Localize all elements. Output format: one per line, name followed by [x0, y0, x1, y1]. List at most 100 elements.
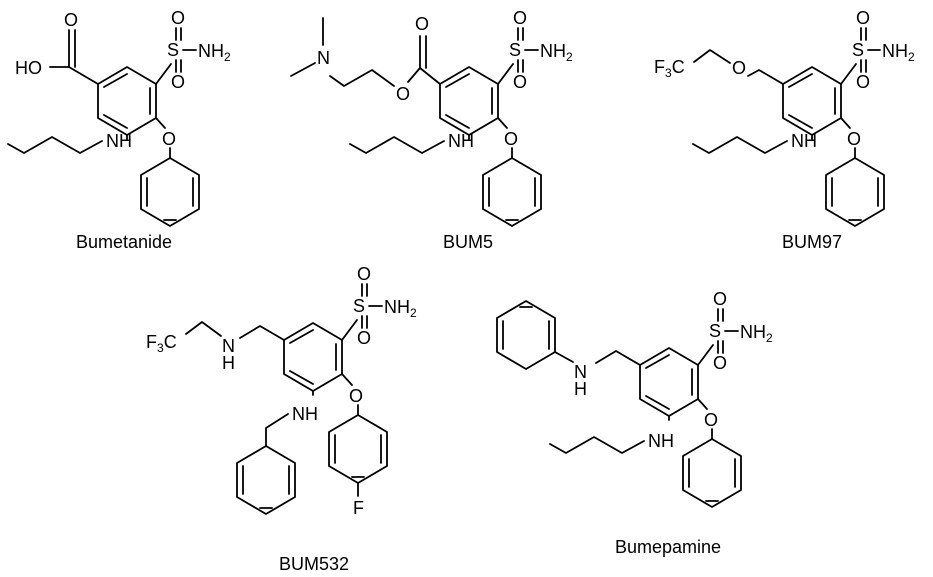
bond [341, 319, 358, 341]
bond [840, 63, 857, 85]
bond [497, 63, 514, 85]
atom-o-sulfonyl-top: O [856, 8, 870, 28]
bond [554, 351, 574, 363]
atom-h-link: H [222, 353, 235, 373]
atom-o-ether: O [732, 58, 746, 78]
atom-n: N [317, 48, 330, 68]
atom-nh2: NH2 [540, 41, 573, 64]
central-ring [639, 347, 699, 417]
atom-nh: NH [292, 404, 318, 424]
butyl-chain [349, 136, 445, 154]
phenyl-ring [496, 300, 556, 370]
bond [407, 67, 421, 83]
atom-o-carbonyl: O [64, 10, 78, 30]
atom-s: S [709, 321, 721, 341]
ring-double-bond [645, 354, 670, 369]
bond [185, 321, 222, 337]
atom-nh2: NH2 [740, 322, 773, 345]
atom-o-carbonyl: O [415, 14, 429, 34]
compound-name: Bumetanide [76, 232, 172, 252]
atom-f: F [353, 498, 364, 518]
bond [155, 63, 172, 85]
atom-nh: NH [448, 131, 474, 151]
central-ring [97, 66, 157, 136]
ring-double-bond [445, 73, 470, 88]
atom-o-sulfonyl-bottom: O [713, 353, 727, 373]
compound-name: Bumepamine [615, 537, 721, 557]
methyl-bond [290, 62, 316, 77]
atom-o-ring: O [162, 129, 176, 149]
bond [155, 117, 166, 129]
ring-double-bond [103, 73, 128, 88]
atom-o-sulfonyl-bottom: O [856, 72, 870, 92]
atom-nh: NH [648, 431, 674, 451]
bond [595, 350, 641, 366]
atom-o-sulfonyl-bottom: O [171, 72, 185, 92]
atom-nh: NH [106, 131, 132, 151]
butyl-chain [692, 136, 788, 154]
atom-s: S [353, 296, 365, 316]
compound-bum532: N H F3C S O O NH2 NH O F BUM532 [146, 264, 417, 574]
atom-n-link: N [222, 336, 235, 356]
compound-name: BUM97 [782, 232, 842, 252]
butyl-chain [549, 436, 645, 454]
atom-s: S [852, 40, 864, 60]
atom-s: S [167, 40, 179, 60]
ring-double-bond [788, 114, 813, 129]
atom-cf3: F3C [146, 332, 177, 355]
ring-double-bond [289, 370, 314, 385]
central-ring [283, 322, 343, 392]
compound-bum5: O O N S O O NH2 NH O BUM5 [290, 8, 573, 252]
atom-ho: HO [15, 58, 42, 78]
bond [497, 117, 508, 129]
ring-double-bond [103, 114, 128, 129]
atom-o-ring: O [504, 129, 518, 149]
phenyl-ring [682, 438, 742, 508]
bond [697, 398, 708, 410]
bond [419, 67, 441, 85]
atom-o-sulfonyl-top: O [357, 264, 371, 284]
compound-name: BUM532 [279, 554, 349, 574]
atom-o-sulfonyl-top: O [171, 8, 185, 28]
ring-double-bond [788, 73, 813, 88]
bond [840, 117, 851, 129]
atom-o-ester: O [396, 84, 410, 104]
atom-cf3: F3C [654, 57, 685, 80]
benzyl-ring [236, 445, 296, 515]
central-ring [782, 66, 842, 136]
atom-n-link: N [574, 362, 587, 382]
ethyl-linker [329, 69, 395, 87]
ring-double-bond [445, 114, 470, 129]
atom-o-sulfonyl-top: O [713, 289, 727, 309]
phenyl-ring [140, 157, 200, 227]
atom-nh: NH [791, 131, 817, 151]
atom-o-sulfonyl-bottom: O [357, 328, 371, 348]
benzyl-linker [265, 413, 289, 447]
bond [697, 344, 714, 366]
atom-nh2: NH2 [198, 41, 231, 64]
fluorophenyl-ring [328, 414, 388, 484]
bond [693, 49, 731, 64]
atom-o-sulfonyl-top: O [513, 8, 527, 28]
ring-double-bond [289, 329, 314, 344]
atom-h-link: H [574, 379, 587, 399]
atom-o-sulfonyl-bottom: O [513, 72, 527, 92]
atom-s: S [509, 40, 521, 60]
bond [747, 69, 784, 85]
compound-bumepamine: N H S O O NH2 NH O Bumepamine [496, 289, 773, 557]
central-ring [439, 66, 499, 136]
ring-double-bond [645, 395, 670, 410]
bond [341, 373, 353, 386]
bond [239, 325, 285, 341]
atom-nh2: NH2 [384, 297, 417, 320]
phenyl-ring [482, 157, 542, 227]
butyl-chain [7, 136, 103, 154]
atom-nh2: NH2 [882, 41, 915, 64]
phenyl-ring [825, 157, 885, 227]
atom-o-ring: O [704, 410, 718, 430]
atom-o-ring: O [847, 129, 861, 149]
bond [68, 66, 99, 85]
compound-bumetanide: O HO S O O NH2 NH O Bumetanide [7, 8, 231, 252]
